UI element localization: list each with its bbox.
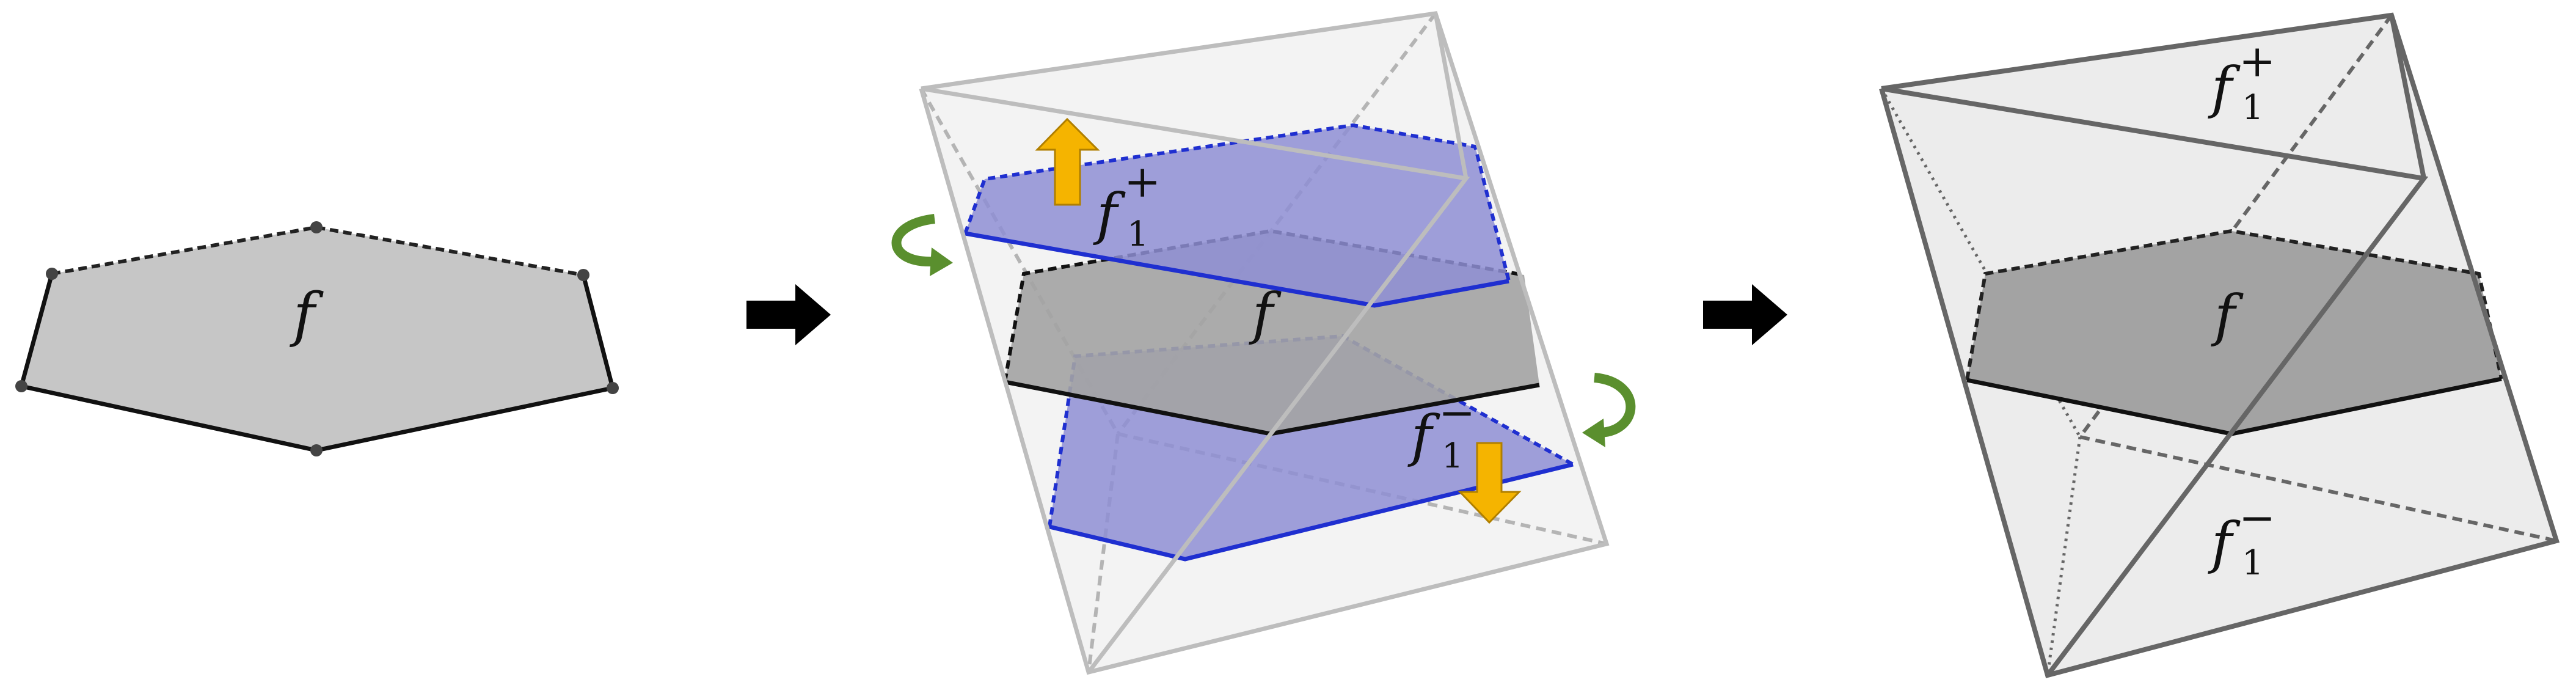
- octa-bottom-sub: 1: [2242, 543, 2264, 583]
- hexagon-vertices: [15, 221, 619, 456]
- octahedron-dotted-edges: [1880, 87, 2082, 676]
- middle-face-dashed: [1965, 229, 2503, 381]
- octahedron-middle-face: [1967, 231, 2501, 434]
- octa-bottom-sup: −: [2239, 492, 2275, 543]
- blue-face-lower-solid: [1049, 462, 1574, 562]
- panel-octahedron: f 1 + f f 1 −: [1879, 12, 2560, 678]
- vertex-dot: [46, 268, 58, 280]
- rotate-arrow-icon: [891, 214, 953, 276]
- face-upper-sub: 1: [1127, 214, 1149, 254]
- rotate-arrow-icon: [1582, 373, 1636, 447]
- face-lower-sub: 1: [1442, 436, 1464, 476]
- octa-top-sub: 1: [2242, 88, 2264, 128]
- face-upper-sup: +: [1124, 156, 1161, 207]
- panel-extrusion: f 1 + f f 1 −: [891, 11, 1636, 675]
- octahedron-front-edges: [1879, 12, 2560, 678]
- up-arrow-icon: [1035, 117, 1100, 206]
- blue-face-upper: [965, 125, 1509, 306]
- down-arrow-icon: [1458, 442, 1522, 524]
- vertex-dot: [577, 269, 589, 281]
- hexagon-edge-dashed: [51, 225, 584, 277]
- right-arrow-icon: [746, 284, 831, 345]
- hexagon-face: [21, 227, 613, 450]
- vertex-dot: [15, 380, 27, 392]
- panel-face: f: [15, 221, 619, 456]
- vertex-dot: [310, 444, 323, 456]
- octa-top-sup: +: [2239, 35, 2275, 87]
- blue-face-upper-dashed: [963, 123, 1511, 282]
- right-arrow-icon: [1703, 284, 1787, 345]
- blue-face-upper-solid: [965, 231, 1509, 308]
- vertex-dot: [607, 382, 619, 394]
- face-lower-sup: −: [1439, 387, 1475, 438]
- vertex-dot: [310, 221, 323, 233]
- ghost-front-edges: [919, 11, 1610, 675]
